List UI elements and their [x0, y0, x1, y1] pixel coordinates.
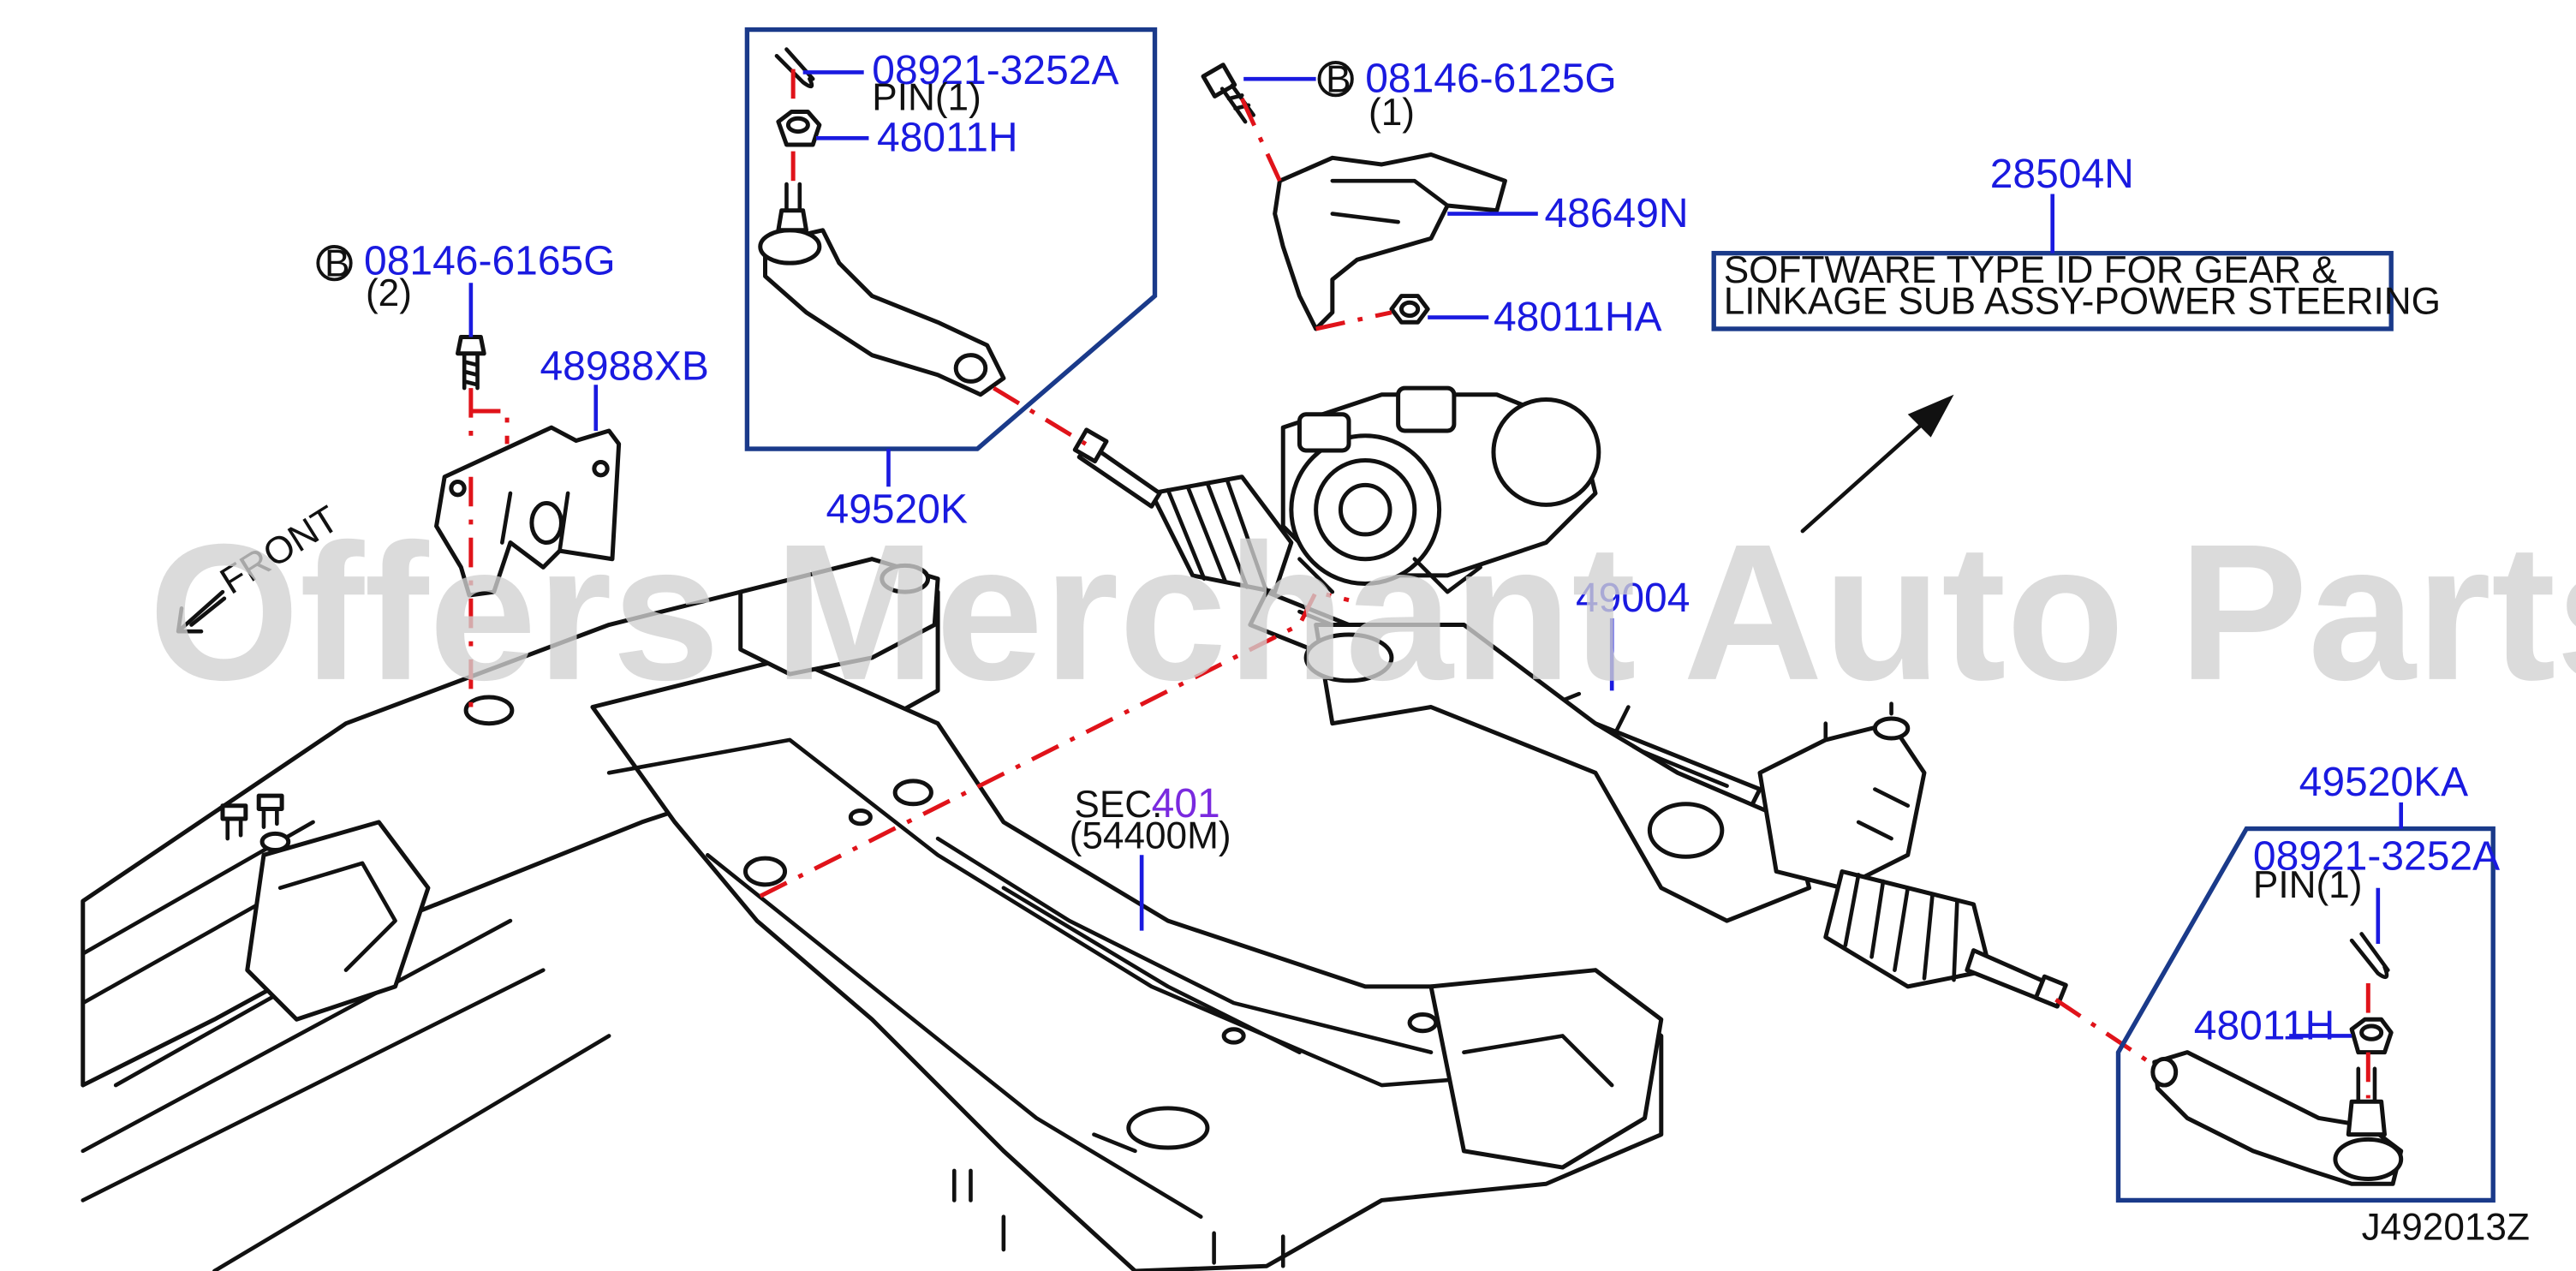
assembly-guide-lines: [468, 69, 2370, 1099]
shield-bolt: [1201, 63, 1255, 124]
front-suspension-member: [80, 557, 1664, 1271]
software-line-1: SOFTWARE TYPE ID FOR GEAR &: [1724, 249, 2337, 291]
left-tie-rod-end: [758, 182, 1006, 397]
right-tie-rod-end: [2150, 1050, 2404, 1186]
bolt-marker-shield-letter: B: [1326, 59, 1351, 101]
label-tie-rod-left-code[interactable]: 49520K: [826, 486, 968, 532]
label-member-sec-num[interactable]: 401: [1152, 781, 1220, 826]
label-nut-left-code[interactable]: 48011H: [877, 116, 1018, 161]
label-member-sub: (54400M): [1070, 815, 1231, 857]
label-nut-shield-code[interactable]: 48011HA: [1494, 295, 1662, 340]
shield-nut: [1389, 294, 1430, 325]
label-tie-rod-right-code[interactable]: 49520KA: [2299, 760, 2468, 805]
right-castle-nut: [2349, 1017, 2394, 1055]
watermark-text: Offers Merchant Auto Parts Catalog PARTS…: [149, 504, 2576, 721]
heat-shield-part: [1273, 152, 1507, 331]
bolt-marker-bracket-letter: B: [325, 243, 349, 285]
bolt-marker-bracket: B: [316, 243, 353, 285]
left-castle-nut: [776, 110, 822, 147]
right-boot: [1823, 868, 1993, 989]
label-member-sec: SEC.: [1074, 784, 1162, 826]
bracket-part: [434, 425, 622, 598]
label-gear-code[interactable]: 49004: [1576, 576, 1690, 621]
right-tie-rod-frame: [2115, 802, 2496, 1203]
diagram-id: J492013Z: [2362, 1207, 2530, 1249]
software-line-2: LINKAGE SUB ASSY-POWER STEERING: [1724, 281, 2441, 323]
label-bolt-shield-code[interactable]: 08146-6125G: [1365, 57, 1616, 102]
label-bracket-code[interactable]: 48988XB: [540, 343, 708, 389]
label-bolt-bracket-qty: (2): [366, 272, 412, 314]
bolt-marker-shield: B: [1317, 59, 1354, 101]
label-pin-left-code[interactable]: 08921-3252A: [872, 48, 1118, 93]
label-shield-code[interactable]: 48649N: [1544, 191, 1688, 236]
label-pin-right-code[interactable]: 08921-3252A: [2253, 834, 2500, 880]
label-bolt-bracket-code[interactable]: 08146-6165G: [364, 239, 615, 284]
direction-arrow: [1800, 394, 1954, 534]
bracket-bolt: [456, 335, 486, 391]
left-tie-rod-frame: [744, 27, 1158, 487]
label-nut-right-code[interactable]: 48011H: [2194, 1003, 2335, 1048]
steering-gear-assembly: [1072, 385, 2068, 1009]
label-bolt-shield-qty: (1): [1368, 92, 1415, 134]
label-software-code[interactable]: 28504N: [1990, 152, 2134, 197]
label-pin-left-note: PIN(1): [872, 77, 981, 119]
right-cotter-pin: [2349, 932, 2390, 980]
software-box-frame: [1711, 194, 2394, 331]
left-boot: [1149, 474, 1294, 594]
label-pin-right-note: PIN(1): [2253, 864, 2363, 906]
